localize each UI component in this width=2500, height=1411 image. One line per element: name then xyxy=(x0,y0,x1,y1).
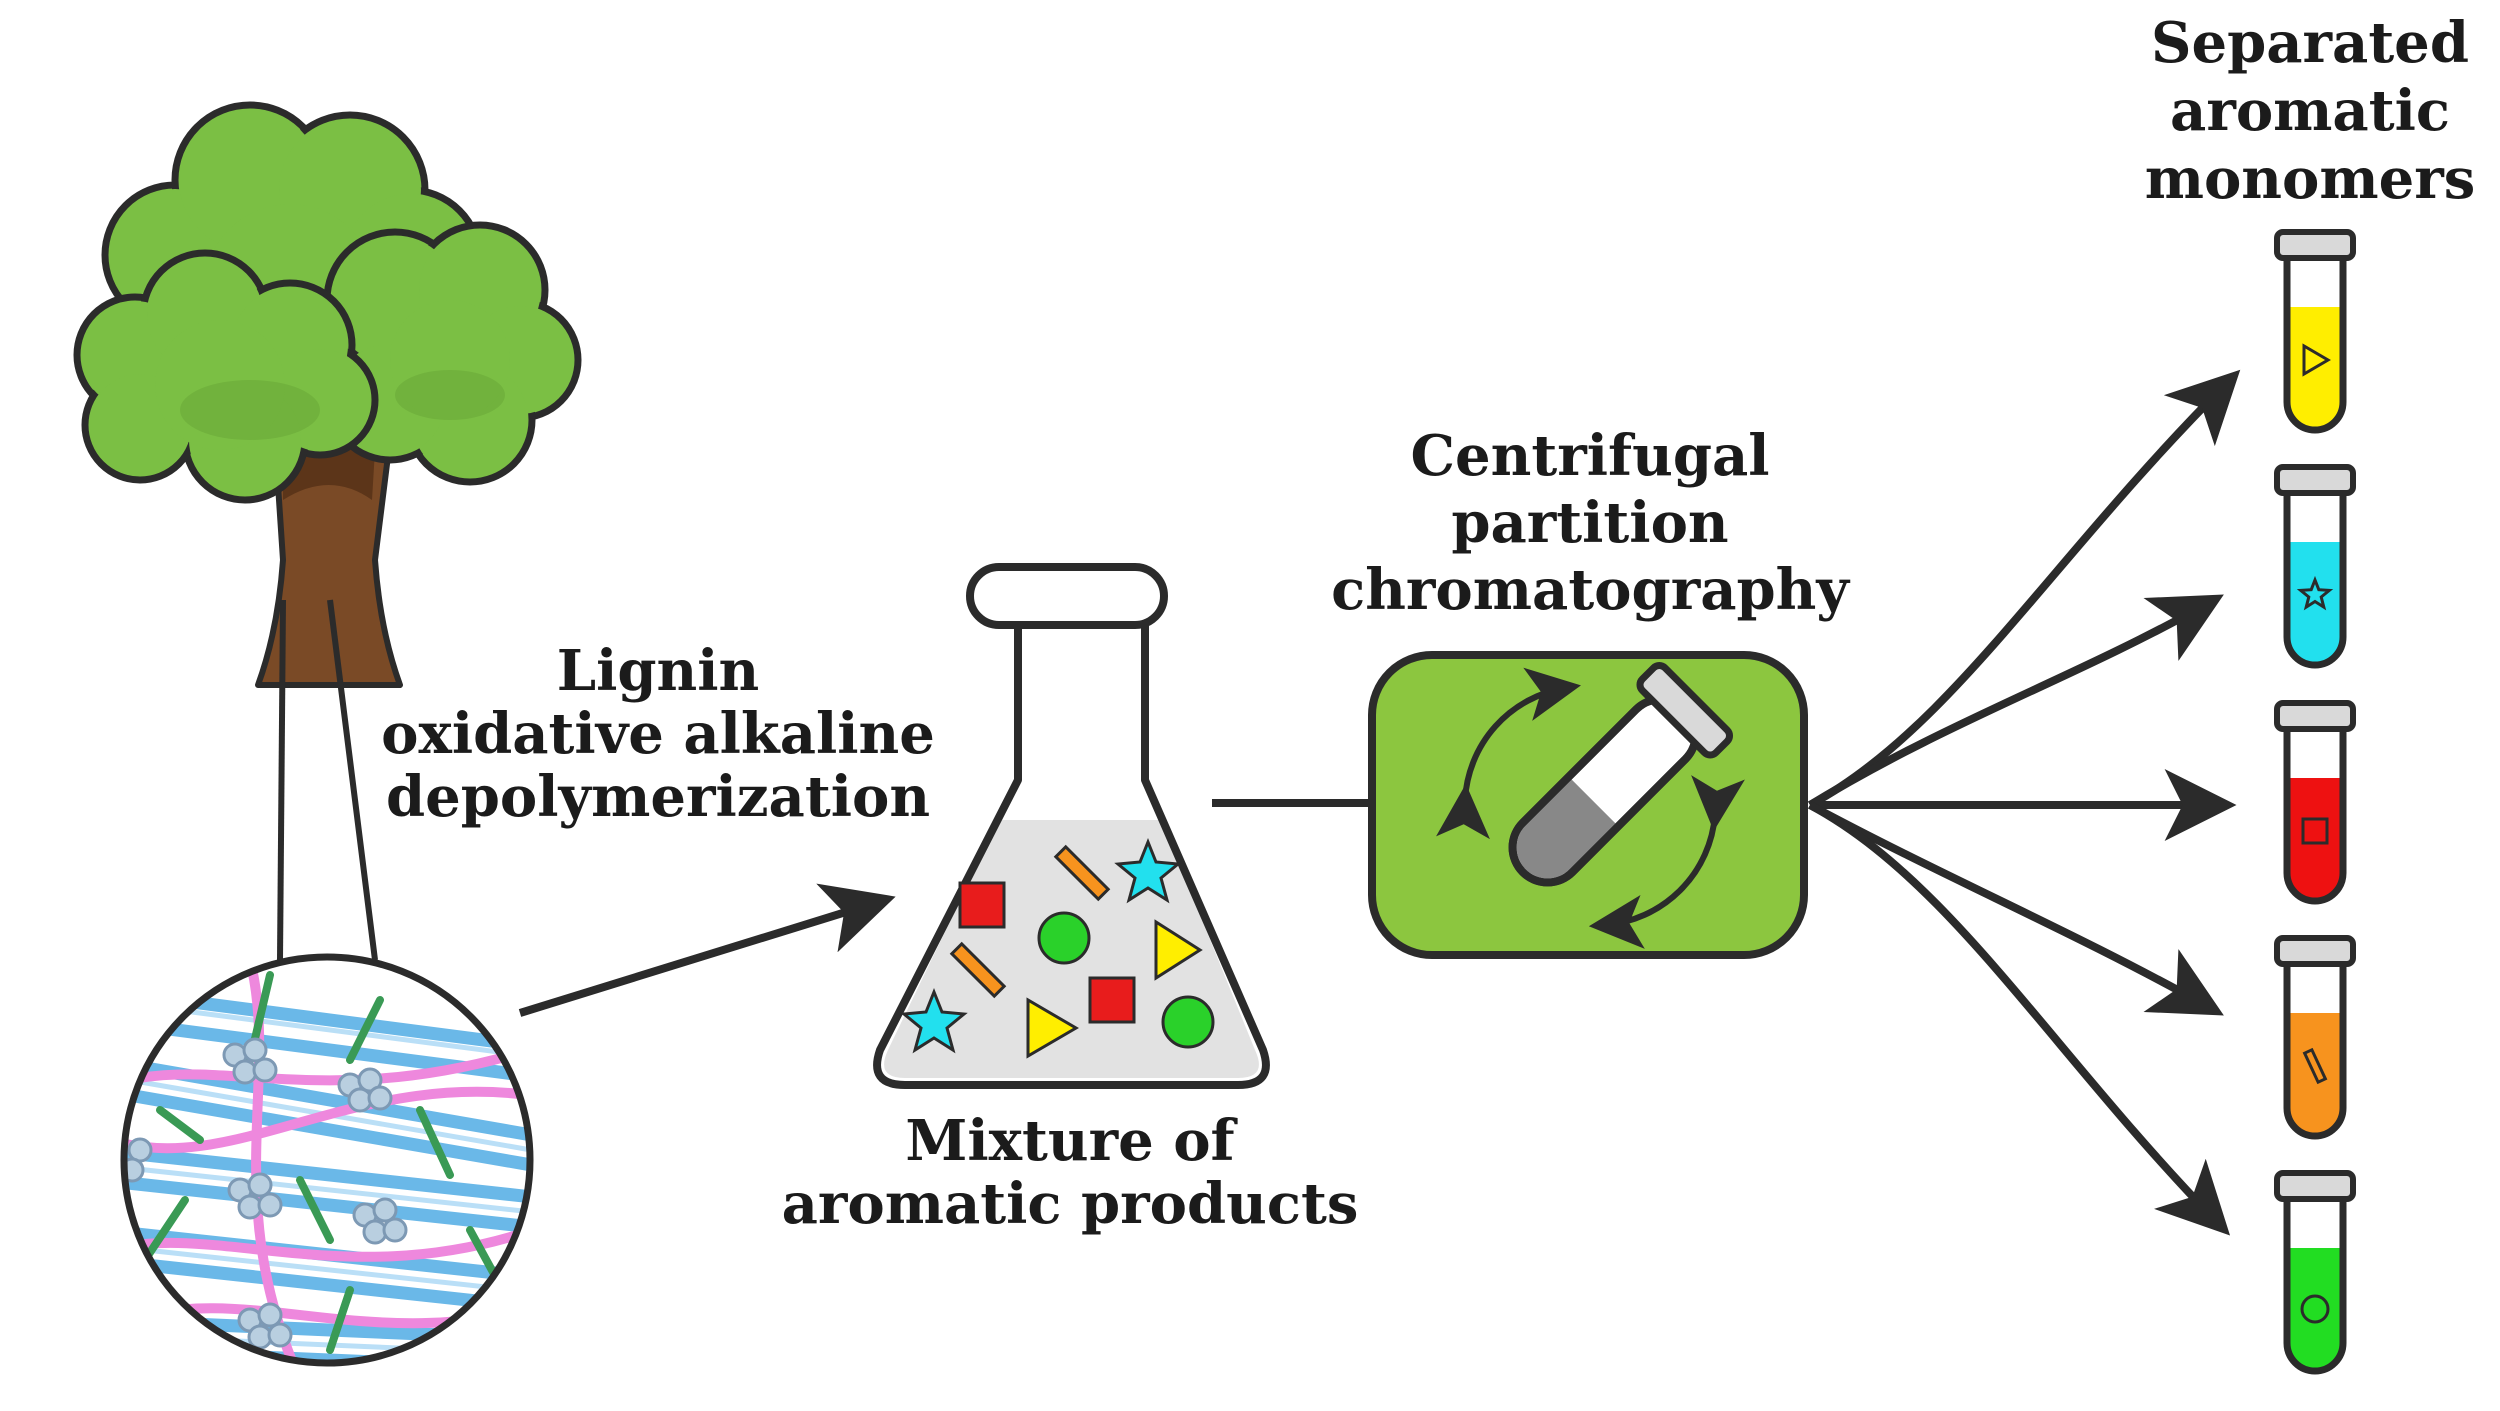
mixture-label-line1: Mixture of xyxy=(905,1108,1238,1174)
fan-out-arrows xyxy=(1807,369,2241,1236)
zoom-line-right xyxy=(327,599,378,961)
circle-shape xyxy=(1037,911,1091,965)
flask-icon xyxy=(873,563,1270,1089)
triangle-icon xyxy=(2302,343,2331,377)
process-label-line3: depolymerization xyxy=(386,764,930,830)
flask-neck-rim xyxy=(966,563,1168,629)
process-label: Lignin oxidative alkaline depolymerizati… xyxy=(381,638,935,830)
cpc-device xyxy=(1368,651,1808,959)
square-shape xyxy=(958,881,1006,929)
tube-glass xyxy=(2283,958,2347,1140)
tube-cap xyxy=(2274,935,2356,967)
mixture-label-line2: aromatic products xyxy=(782,1171,1359,1237)
cpc-label-line3: chromatography xyxy=(1331,557,1850,623)
tube-liquid xyxy=(2287,778,2343,901)
rotation-arrow-icon xyxy=(1588,775,1745,949)
cpc-label: Centrifugal partition chromatography xyxy=(1331,423,1850,623)
arrow-to-tube-5 xyxy=(1808,801,2231,1236)
zoom-line-left xyxy=(277,599,286,961)
rotation-arrow-icon xyxy=(1436,667,1581,840)
star-shape xyxy=(900,987,968,1054)
test-tube-5 xyxy=(2274,1170,2356,1375)
mixture-label: Mixture of aromatic products xyxy=(782,1108,1359,1237)
star-shape xyxy=(1114,837,1182,904)
bar-shape xyxy=(1053,844,1111,902)
tube-liquid xyxy=(2287,542,2343,665)
tube-glass xyxy=(2283,252,2347,434)
output-label-line1: Separated xyxy=(2151,10,2469,76)
tube-cap xyxy=(2274,229,2356,261)
circle-shape xyxy=(1161,995,1215,1049)
tube-glass xyxy=(2283,1193,2347,1375)
tube-cap xyxy=(2274,464,2356,496)
arrow-to-tube-2 xyxy=(1807,594,2224,809)
tree-icon xyxy=(73,101,582,688)
square-icon xyxy=(2301,817,2329,845)
test-tube-3 xyxy=(2274,700,2356,905)
bar-icon xyxy=(2302,1047,2328,1085)
tube-cap xyxy=(2274,1170,2356,1202)
test-tube-2 xyxy=(2274,464,2356,669)
cpc-label-line2: partition xyxy=(1451,490,1728,556)
lignocellulose-lens xyxy=(120,953,534,1367)
test-tube-1 xyxy=(2274,229,2356,434)
tube-glass xyxy=(2283,723,2347,905)
cpc-label-line1: Centrifugal xyxy=(1410,423,1769,489)
output-label: Separated aromatic monomers xyxy=(2145,10,2476,212)
square-shape xyxy=(1088,976,1136,1024)
tube-glass xyxy=(2283,487,2347,669)
arrow-to-tube-4 xyxy=(1808,801,2224,1016)
tree-trunk xyxy=(255,437,403,688)
process-label-line1: Lignin xyxy=(557,638,760,704)
arrow-to-flask xyxy=(518,883,896,1017)
test-tube-rack xyxy=(2274,229,2356,1375)
tube-cap xyxy=(2274,700,2356,732)
output-label-line2: aromatic xyxy=(2170,78,2450,144)
triangle-shape xyxy=(1026,997,1079,1059)
circle-icon xyxy=(2300,1294,2330,1324)
triangle-shape xyxy=(1154,919,1203,981)
bar-shape xyxy=(949,941,1007,999)
process-label-line2: oxidative alkaline xyxy=(381,701,935,767)
test-tube-4 xyxy=(2274,935,2356,1140)
star-icon xyxy=(2296,575,2334,611)
output-label-line3: monomers xyxy=(2145,146,2476,212)
arrow-to-tube-1 xyxy=(1808,369,2241,809)
tube-liquid xyxy=(2287,1248,2343,1371)
